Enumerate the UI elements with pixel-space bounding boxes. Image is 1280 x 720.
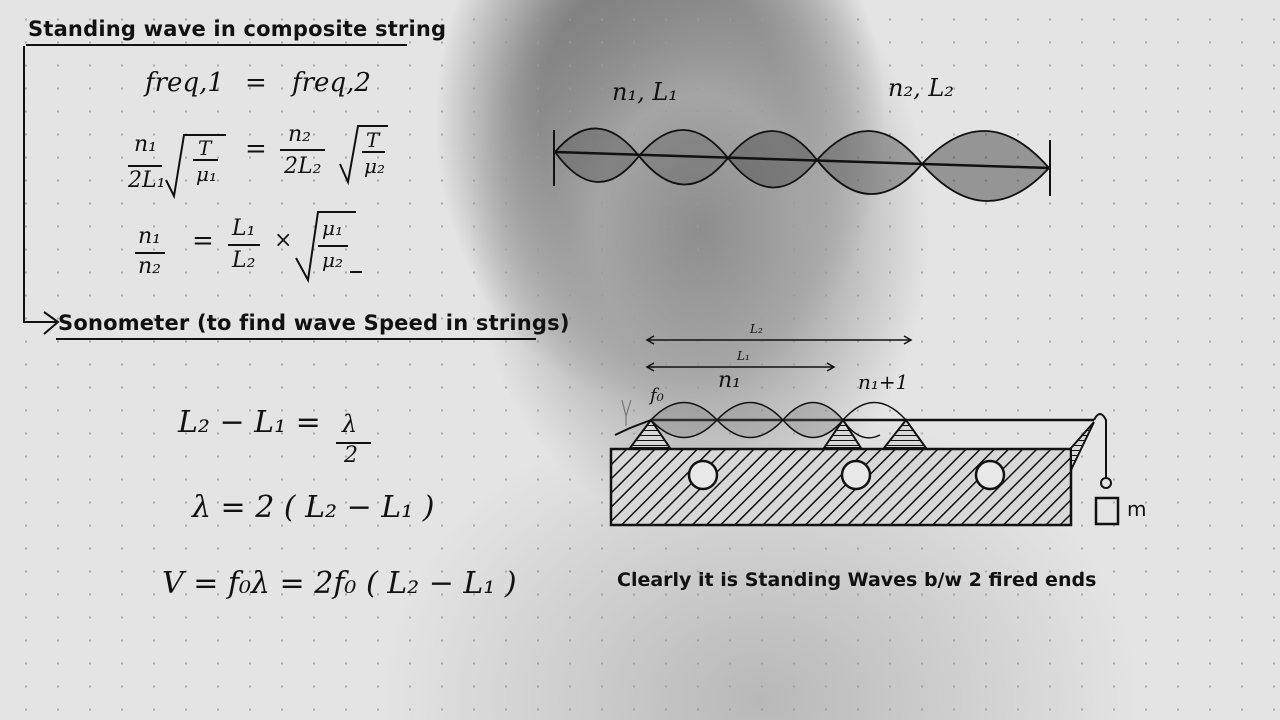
eq-lambda-den: 2 — [344, 443, 358, 468]
label-L2: L₂ — [750, 322, 763, 336]
eq3-L2: L₂ — [232, 248, 256, 273]
eq-lambda-num: λ — [342, 410, 358, 438]
label-n1: n₁ — [718, 368, 741, 393]
label-f0: f₀ — [650, 385, 664, 406]
eq2-T1: T — [198, 136, 212, 160]
eq2-equals: = — [245, 134, 267, 164]
eq3-L1: L₁ — [232, 216, 256, 241]
eq2-2L1: 2L₁ — [128, 168, 166, 193]
label-L1: L₁ — [737, 349, 750, 363]
label-n1-plus-1: n₁+1 — [858, 370, 909, 394]
eq2-2L2: 2L₂ — [284, 154, 322, 179]
eq-freq-right: freq,2 — [292, 68, 371, 98]
eq2-T2: T — [366, 128, 380, 152]
eq-L2-minus-L1: L₂ − L₁ = — [178, 405, 321, 440]
eq2-n1: n₁ — [134, 132, 157, 157]
eq-freq-equals: = — [245, 68, 267, 98]
label-mass: m — [1127, 497, 1147, 521]
eq-velocity: V = f₀λ = 2f₀ ( L₂ − L₁ ) — [162, 566, 517, 601]
label-n1-L1: n₁, L₁ — [612, 78, 678, 106]
eq3-n1: n₁ — [138, 224, 161, 249]
eq3-mu2: μ₂ — [322, 248, 344, 272]
eq2-mu2: μ₂ — [364, 154, 386, 178]
composite-string-diagram — [553, 127, 1051, 202]
section-title-composite-string: Standing wave in composite string — [28, 17, 447, 41]
eq2-mu1: μ₁ — [196, 162, 218, 186]
eq-lambda: λ = 2 ( L₂ − L₁ ) — [192, 490, 435, 525]
eq3-n2: n₂ — [138, 254, 161, 279]
sonometer-diagram — [609, 335, 1120, 527]
eq3-equals: = — [192, 226, 214, 256]
eq3-times: × — [274, 228, 293, 253]
eq-freq-left: freq,1 — [145, 68, 224, 98]
label-n2-L2: n₂, L₂ — [888, 74, 954, 102]
section-title-sonometer: Sonometer (to find wave Speed in strings… — [58, 311, 570, 335]
eq2-n2: n₂ — [288, 122, 311, 147]
eq3-mu1: μ₁ — [322, 216, 344, 240]
caption-standing-waves: Clearly it is Standing Waves b/w 2 fired… — [617, 569, 1097, 591]
